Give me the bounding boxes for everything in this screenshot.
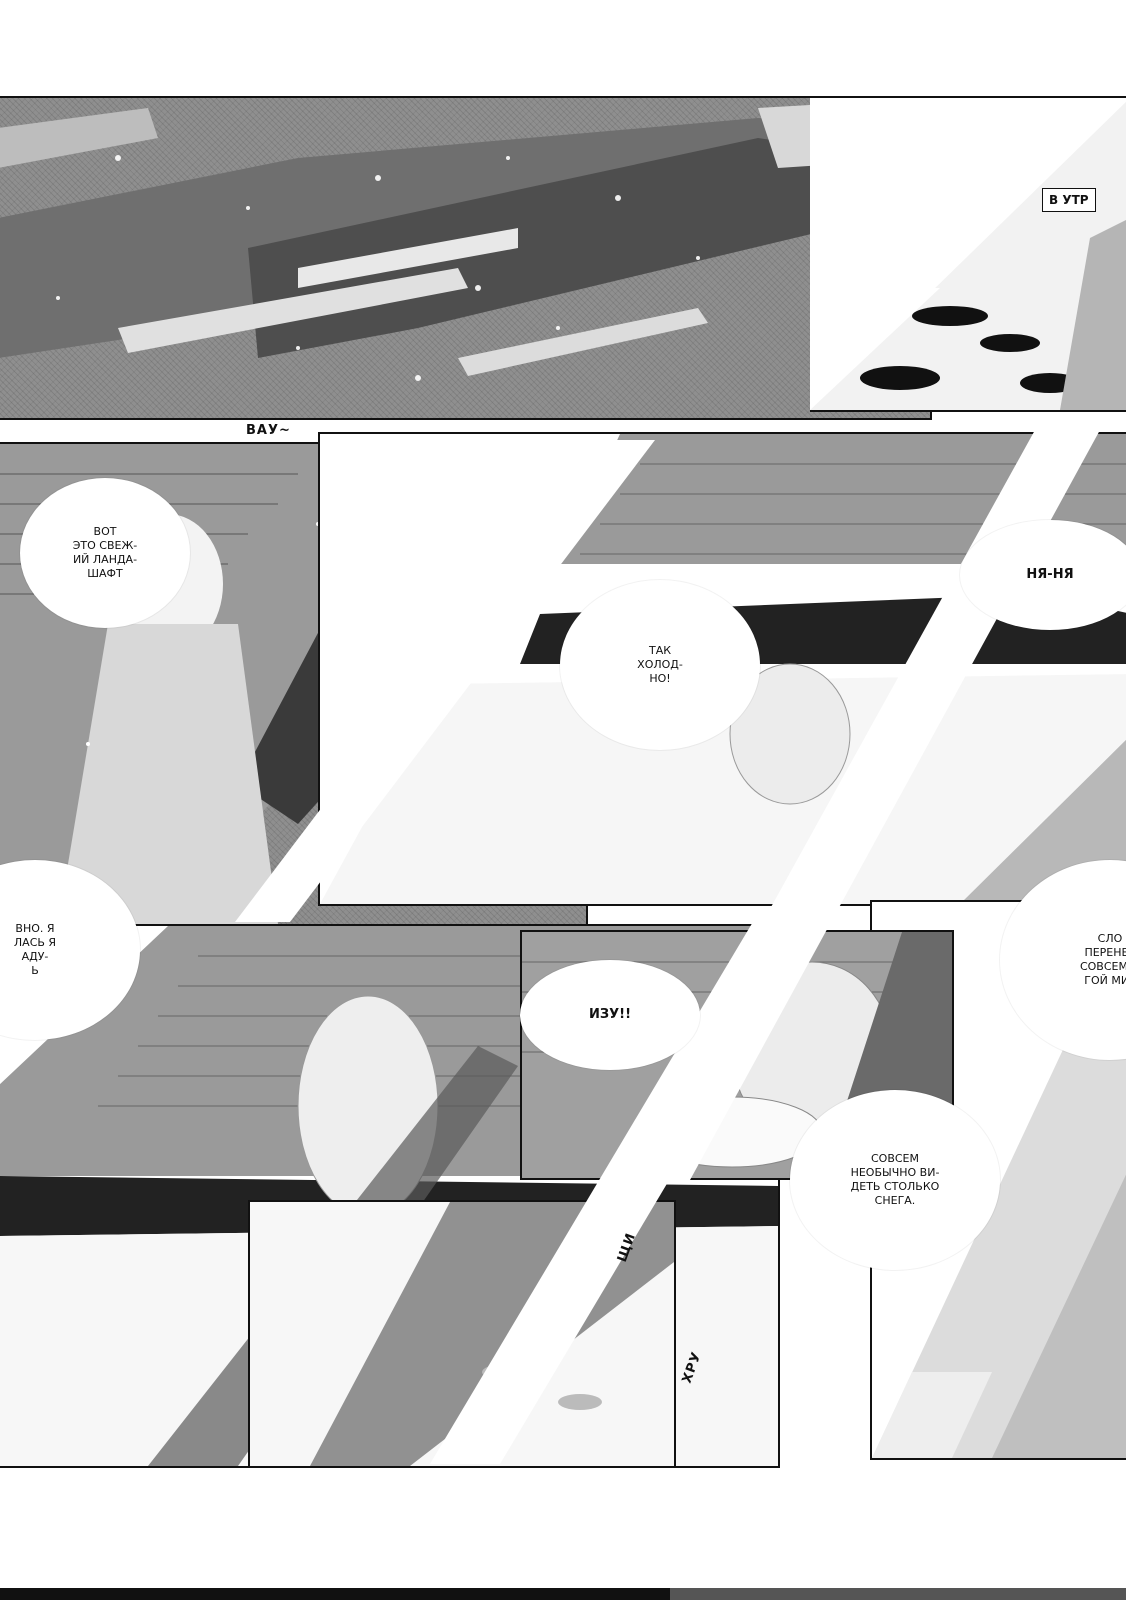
sfx-wow: ВАУ~ [238,420,299,441]
bottom-bar-gray [670,1588,1126,1600]
bubble-so-much-snow: СОВСЕМ НЕОБЫЧНО ВИ- ДЕТЬ СТОЛЬКО СНЕГА. [790,1090,1000,1270]
bubble-fresh-snow: ВОТ ЭТО СВЕЖ- ИЙ ЛАНДА- ШАФТ [20,478,190,628]
bubble-ugh: ИЗУ!! [520,960,700,1070]
panel-top-right: В УТР [810,96,1126,412]
snowy-bushes-art [810,101,1126,410]
bubble-nyanya: НЯ-НЯ [960,520,1126,630]
bubble-so-cold: ТАК ХОЛОД- НО! [560,580,760,750]
caption-top-right: В УТР [1042,188,1096,212]
